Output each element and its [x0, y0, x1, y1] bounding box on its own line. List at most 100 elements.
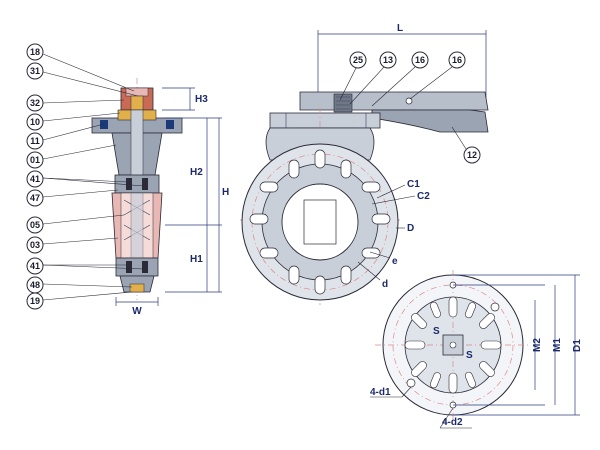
e-leader — [369, 251, 391, 259]
callout-47: 47 — [26, 189, 119, 207]
callout-25-circle — [349, 51, 367, 69]
slot-4 — [361, 181, 381, 193]
callout-16b-text: 16 — [452, 55, 462, 65]
callout-25-text: 25 — [353, 55, 363, 65]
slot-3 — [340, 159, 352, 179]
callout-10-leader — [42, 112, 121, 122]
rslot-1 — [448, 296, 458, 318]
callout-13: 13 — [349, 51, 397, 105]
callout-05-text: 05 — [30, 220, 40, 230]
callout-13-text: 13 — [383, 55, 393, 65]
d1-leader — [401, 386, 412, 398]
bolt-hole-d1 — [406, 378, 416, 388]
slot-9 — [288, 265, 300, 285]
dim-w: W — [132, 306, 142, 317]
callout-18-text: 18 — [30, 47, 40, 57]
d2-leader — [439, 407, 454, 429]
callout-41-lower: 41 — [26, 257, 145, 275]
callout-41-upper: 41 — [26, 170, 145, 188]
callout-48-text: 48 — [30, 280, 40, 290]
spring-coils — [336, 96, 350, 110]
rslot-9 — [429, 301, 441, 318]
callout-03-leader — [42, 237, 119, 245]
callout-11-leader — [42, 123, 105, 141]
disc-edge — [303, 199, 337, 245]
callout-31-leader — [42, 71, 139, 97]
callout-16a-leader — [371, 66, 416, 107]
d-lower-leader — [357, 261, 381, 281]
dim-c2: C2 — [417, 191, 430, 202]
callout-48: 48 — [26, 276, 133, 294]
callout-41a-circle — [26, 170, 44, 188]
dim-l: L — [397, 23, 403, 34]
dim-d1-outer: D1 — [572, 339, 583, 352]
handle-grip — [371, 109, 489, 133]
stem-middle — [130, 192, 144, 259]
callout-32-text: 32 — [30, 98, 40, 108]
callout-10-text: 10 — [30, 117, 40, 127]
slot-12 — [259, 181, 279, 193]
callout-41a-leader-1 — [42, 177, 129, 183]
rslot-2 — [448, 372, 458, 394]
callout-41a-text: 41 — [30, 174, 40, 184]
callout-31-text: 31 — [30, 66, 40, 76]
flange-bolt-left — [100, 120, 108, 129]
callout-16a-circle — [411, 51, 429, 69]
dim-e: e — [392, 256, 398, 267]
callout-18-leader — [42, 53, 135, 92]
callout-19: 19 — [26, 291, 133, 310]
rslot-8 — [479, 361, 495, 377]
dim-h: H — [222, 187, 229, 198]
flange-radial-slots — [404, 296, 502, 394]
callout-47-leader — [42, 189, 119, 198]
dim-c1: C1 — [407, 179, 420, 190]
top-plate — [269, 112, 381, 129]
callout-31: 31 — [26, 62, 139, 97]
section-callouts: 18 31 32 10 11 01 41 — [26, 43, 145, 310]
callout-03-text: 03 — [30, 240, 40, 250]
dim-h1: H1 — [190, 254, 203, 265]
dim-s-vertical: S — [466, 350, 473, 361]
callout-05-circle — [26, 216, 44, 234]
front-bolt-slots — [249, 149, 391, 295]
callout-41b-text: 41 — [30, 261, 40, 271]
callout-13-leader — [349, 66, 385, 105]
callout-19-text: 19 — [30, 296, 40, 306]
callout-16a-text: 16 — [415, 55, 425, 65]
dim-m1: M1 — [552, 338, 563, 352]
rslot-4 — [480, 340, 502, 350]
callout-16b-leader — [409, 66, 453, 100]
handle-lever — [299, 91, 489, 111]
rslot-6 — [479, 313, 495, 329]
callout-32: 32 — [26, 94, 125, 112]
lower-seal-housing — [115, 257, 159, 277]
slot-6 — [361, 247, 381, 259]
callout-12: 12 — [451, 126, 481, 164]
slot-7 — [340, 265, 352, 285]
callout-16-b: 16 — [409, 51, 466, 100]
c2-leader — [371, 195, 416, 205]
flange-view: S S M2 M1 D1 4-d1 4-d2 — [370, 270, 583, 429]
callout-11-circle — [26, 132, 44, 150]
callout-18: 18 — [26, 43, 135, 92]
rslot-10 — [464, 302, 476, 319]
callout-12-text: 12 — [467, 150, 477, 160]
stem-center — [449, 341, 457, 349]
callout-03-circle — [26, 236, 44, 254]
front-view: L — [240, 23, 489, 305]
callout-16b-circle — [448, 51, 466, 69]
callout-05: 05 — [26, 214, 125, 234]
slot-8 — [314, 275, 326, 295]
callout-11: 11 — [26, 123, 105, 150]
slot-11 — [249, 213, 269, 225]
slot-1 — [288, 159, 300, 179]
rslot-3 — [404, 340, 426, 350]
bottom-gold-plug — [129, 283, 145, 293]
dim-d-lower: d — [382, 279, 388, 290]
dim-h3: H3 — [195, 94, 208, 105]
callout-03: 03 — [26, 236, 119, 254]
callout-01-text: 01 — [30, 155, 40, 165]
callout-11-text: 11 — [30, 136, 40, 146]
callout-10-circle — [26, 113, 44, 131]
